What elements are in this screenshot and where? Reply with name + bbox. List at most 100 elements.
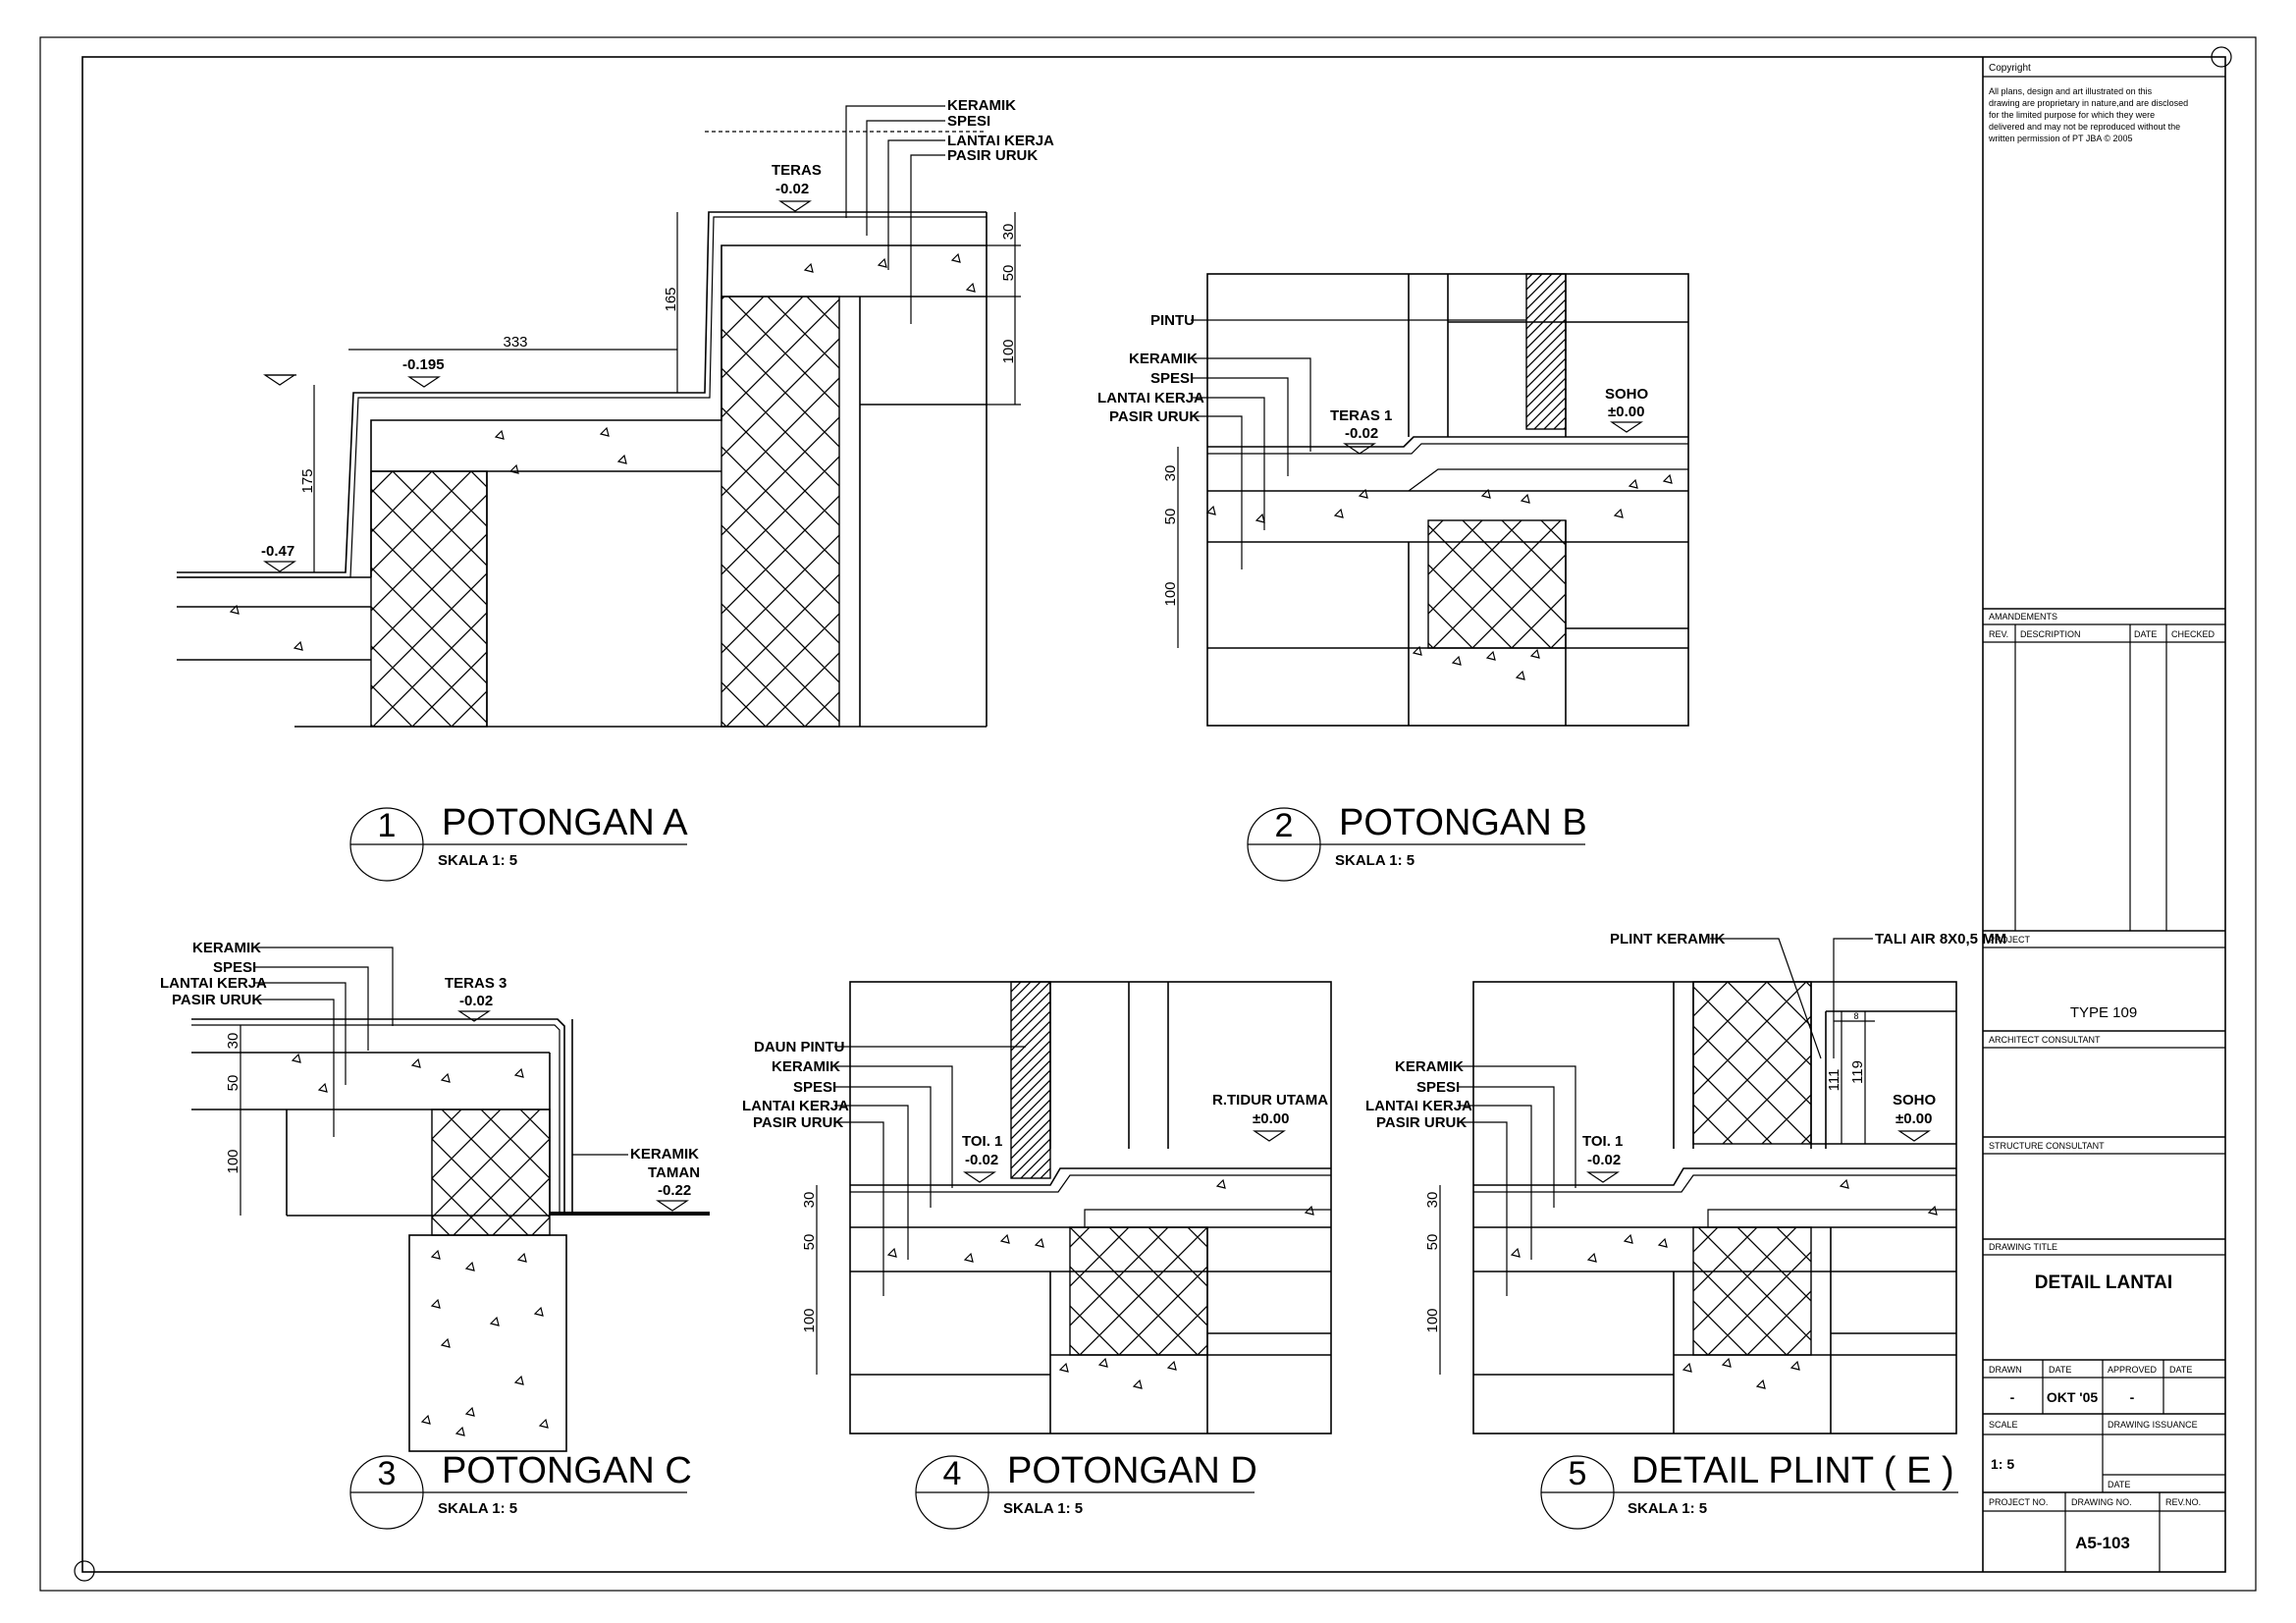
e-soho-level: ±0.00 <box>1896 1110 1932 1127</box>
detail-d: 30 50 100 DAUN PINTU KERAMIK SPESI LANTA… <box>742 981 1332 1434</box>
a-dim-30: 30 <box>1000 224 1017 241</box>
copyright-heading: Copyright <box>1989 63 2031 74</box>
detail-title-4: 4 POTONGAN D SKALA 1: 5 <box>915 1450 1257 1530</box>
project-no-label: PROJECT NO. <box>1989 1497 2048 1507</box>
approved-label: APPROVED <box>2108 1365 2158 1375</box>
drawing-title-label: DRAWING TITLE <box>1989 1242 2057 1252</box>
b-layer-spesi: SPESI <box>1150 370 1194 387</box>
detail-title-text-3: POTONGAN C <box>442 1450 692 1491</box>
project-label: PROJECT <box>1989 935 2031 945</box>
a-layer-lantai-kerja: LANTAI KERJA <box>947 133 1054 149</box>
drawn-label: DRAWN <box>1989 1365 2022 1375</box>
e-plint: PLINT KERAMIK <box>1610 931 1726 947</box>
d-dim-100: 100 <box>801 1308 818 1332</box>
detail-title-2: 2 POTONGAN B SKALA 1: 5 <box>1247 802 1587 882</box>
b-layer-pasir-uruk: PASIR URUK <box>1109 408 1200 425</box>
structure-label: STRUCTURE CONSULTANT <box>1989 1141 2105 1151</box>
detail-number-2: 2 <box>1275 807 1294 844</box>
scale-value: 1: 5 <box>1991 1456 2014 1472</box>
e-dim-50: 50 <box>1424 1234 1441 1251</box>
detail-b: 30 50 100 PINTU KERAMIK SPESI LANTAI KER… <box>1097 273 1689 727</box>
copyright-line-1: All plans, design and art illustrated on… <box>1989 86 2153 96</box>
e-toi: TOI. 1 <box>1582 1133 1623 1150</box>
b-teras: TERAS 1 <box>1330 407 1392 424</box>
detail-title-text-2: POTONGAN B <box>1339 802 1587 843</box>
d-layer-daun-pintu: DAUN PINTU <box>754 1039 845 1055</box>
b-dim-50: 50 <box>1162 509 1179 525</box>
e-soho: SOHO <box>1893 1092 1937 1109</box>
drawing-no-label: DRAWING NO. <box>2071 1497 2132 1507</box>
detail-title-5: 5 DETAIL PLINT ( E ) SKALA 1: 5 <box>1540 1450 1958 1530</box>
e-dim-119: 119 <box>1849 1060 1866 1084</box>
c-teras-level: -0.02 <box>459 993 493 1009</box>
date3-label: DATE <box>2169 1365 2192 1375</box>
date4-label: DATE <box>2108 1480 2130 1489</box>
c-layer-keramik: KERAMIK <box>192 940 261 956</box>
architect-label: ARCHITECT CONSULTANT <box>1989 1035 2101 1045</box>
a-dim-165: 165 <box>663 287 679 311</box>
detail-title-text-1: POTONGAN A <box>442 802 688 843</box>
d-layer-pasir-uruk: PASIR URUK <box>753 1114 843 1131</box>
detail-title-text-5: DETAIL PLINT ( E ) <box>1631 1450 1954 1491</box>
e-dim-100: 100 <box>1424 1308 1441 1332</box>
drawing-no-value: A5-103 <box>2075 1534 2130 1552</box>
issuance-label: DRAWING ISSUANCE <box>2108 1420 2198 1430</box>
copyright-line-3: for the limited purpose for which they w… <box>1989 110 2155 120</box>
project-value: TYPE 109 <box>2070 1004 2137 1021</box>
d-layer-keramik: KERAMIK <box>772 1058 840 1075</box>
e-layer-lantai-kerja: LANTAI KERJA <box>1365 1098 1472 1114</box>
d-room-level: ±0.00 <box>1253 1110 1289 1127</box>
d-toi-level: -0.02 <box>965 1152 998 1168</box>
a-layer-pasir-uruk: PASIR URUK <box>947 147 1038 164</box>
inner-border <box>81 56 2226 1573</box>
b-dim-100: 100 <box>1162 581 1179 606</box>
c-keramik: KERAMIK <box>630 1146 699 1163</box>
a-dim-175: 175 <box>299 468 316 493</box>
drawn-value: - <box>2010 1389 2015 1405</box>
a-teras: TERAS <box>772 162 822 179</box>
date-value: OKT '05 <box>2047 1389 2099 1405</box>
corner-mark-top <box>2211 46 2232 68</box>
c-taman: TAMAN <box>648 1164 700 1181</box>
c-layer-pasir-uruk: PASIR URUK <box>172 992 262 1008</box>
b-soho: SOHO <box>1605 386 1649 403</box>
b-dim-30: 30 <box>1162 465 1179 482</box>
date-label: DATE <box>2134 629 2157 639</box>
a-layer-spesi: SPESI <box>947 113 990 130</box>
date2-label: DATE <box>2049 1365 2071 1375</box>
scale-label: SCALE <box>1989 1420 2018 1430</box>
detail-e: 111 119 8 30 50 100 PLINT KERAMIK TALI A… <box>1365 931 2006 1434</box>
rev-no-label: REV.NO. <box>2165 1497 2201 1507</box>
d-dim-50: 50 <box>801 1234 818 1251</box>
a-layer-keramik: KERAMIK <box>947 97 1016 114</box>
c-dim-30: 30 <box>225 1033 241 1050</box>
c-dim-50: 50 <box>225 1075 241 1092</box>
rev-label: REV. <box>1989 629 2008 639</box>
a-teras-level: -0.02 <box>775 181 809 197</box>
d-dim-30: 30 <box>801 1192 818 1209</box>
detail-scale-2: SKALA 1: 5 <box>1335 852 1415 869</box>
detail-number-3: 3 <box>378 1455 397 1492</box>
e-dim-111: 111 <box>1826 1069 1842 1092</box>
detail-c: 30 50 100 KERAMIK SPESI LANTAI KERJA PAS… <box>160 940 710 1452</box>
b-soho-level: ±0.00 <box>1608 404 1644 420</box>
b-layer-lantai-kerja: LANTAI KERJA <box>1097 390 1204 406</box>
e-dim-8: 8 <box>1853 1011 1858 1021</box>
detail-a: -0.47 -0.195 TERAS -0.02 333 175 165 30 … <box>177 97 1054 728</box>
e-layer-pasir-uruk: PASIR URUK <box>1376 1114 1467 1131</box>
d-toi: TOI. 1 <box>962 1133 1002 1150</box>
detail-title-text-4: POTONGAN D <box>1007 1450 1257 1491</box>
description-label: DESCRIPTION <box>2020 629 2081 639</box>
detail-scale-1: SKALA 1: 5 <box>438 852 517 869</box>
c-layer-spesi: SPESI <box>213 959 256 976</box>
a-level-lvl1: -0.195 <box>402 356 445 373</box>
e-layer-keramik: KERAMIK <box>1395 1058 1464 1075</box>
e-dim-30: 30 <box>1424 1192 1441 1209</box>
checked-label: CHECKED <box>2171 629 2216 639</box>
a-dim-333: 333 <box>503 334 527 351</box>
b-teras-level: -0.02 <box>1345 425 1378 442</box>
c-teras: TERAS 3 <box>445 975 507 992</box>
drawing-title-value: DETAIL LANTAI <box>2035 1272 2172 1293</box>
a-level-lvl2: -0.47 <box>261 543 294 560</box>
